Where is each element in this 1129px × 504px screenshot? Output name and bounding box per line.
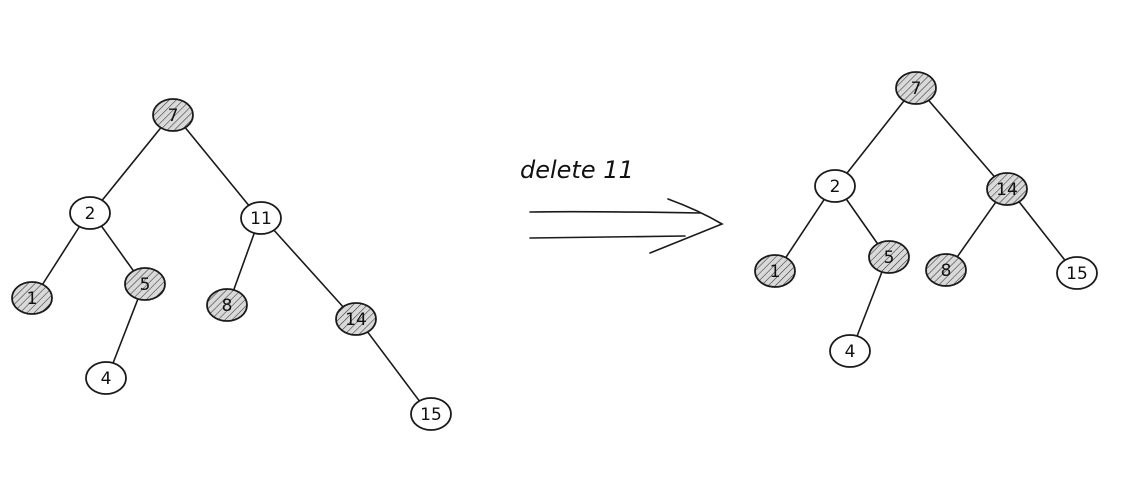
node-key-label: 15 [420,405,442,425]
tree-edge-5-4 [112,298,139,364]
tree-node-5: 5 [124,267,166,301]
tree-node-15: 15 [410,397,452,431]
tree-edge-7-2 [846,100,905,174]
tree-edge-11-14 [273,229,344,308]
tree-node-11: 11 [240,201,282,235]
tree-node-8: 8 [206,288,248,322]
node-key-label: 7 [168,106,179,126]
node-key-label: 4 [845,342,856,362]
tree-edge-2-5 [845,198,879,245]
tree-edge-7-2 [101,127,162,201]
node-circle [1056,256,1098,290]
node-circle [335,302,377,336]
node-circle [69,196,111,230]
tree-edge-5-4 [856,271,883,337]
node-circle [925,253,967,287]
node-circle [206,288,248,322]
operation-label: delete 11 [520,156,634,184]
node-circle [410,397,452,431]
node-key-label: 5 [884,248,895,268]
node-key-label: 11 [250,209,272,229]
tree-node-7: 7 [152,98,194,132]
node-key-label: 14 [996,180,1018,200]
tree-node-2: 2 [814,169,856,203]
delete-operation-arrow: delete 11 [520,156,724,254]
tree-node-14: 14 [335,302,377,336]
tree-edge-7-14 [927,99,996,178]
tree-edge-11-8 [233,232,255,291]
node-circle [986,172,1028,206]
node-circle [11,281,53,315]
tree-node-4: 4 [85,361,127,395]
tree-node-15: 15 [1056,256,1098,290]
tree-edge-2-1 [41,226,81,285]
node-circle [895,71,937,105]
node-key-label: 1 [27,289,38,309]
tree-edge-14-15 [1018,201,1066,261]
node-circle [829,334,871,368]
tree-node-8: 8 [925,253,967,287]
node-key-label: 2 [85,204,96,224]
node-key-label: 14 [345,310,367,330]
node-key-label: 4 [101,369,112,389]
tree-node-1: 1 [754,254,796,288]
node-circle [240,201,282,235]
node-key-label: 5 [140,275,151,295]
tree-node-14: 14 [986,172,1028,206]
node-key-label: 7 [911,79,922,99]
node-circle [754,254,796,288]
node-key-label: 8 [941,261,952,281]
node-circle [152,98,194,132]
arrow-head [649,198,724,254]
tree-node-2: 2 [69,196,111,230]
node-key-label: 15 [1066,264,1088,284]
tree-edge-14-15 [366,331,421,402]
tree-node-5: 5 [868,240,910,274]
node-circle [85,361,127,395]
tree-edge-2-1 [785,198,825,259]
node-circle [814,169,856,203]
tree-edge-14-8 [956,201,997,258]
node-circle [124,267,166,301]
tree-edge-2-5 [100,225,135,272]
node-key-label: 8 [222,296,233,316]
tree-node-1: 1 [11,281,53,315]
node-circle [868,240,910,274]
arrow-shaft-top [529,210,701,214]
node-key-label: 2 [830,177,841,197]
tree-edge-7-11 [184,126,250,207]
tree-node-7: 7 [895,71,937,105]
arrow-shaft-bottom [529,235,686,239]
node-key-label: 1 [770,262,781,282]
tree-node-4: 4 [829,334,871,368]
